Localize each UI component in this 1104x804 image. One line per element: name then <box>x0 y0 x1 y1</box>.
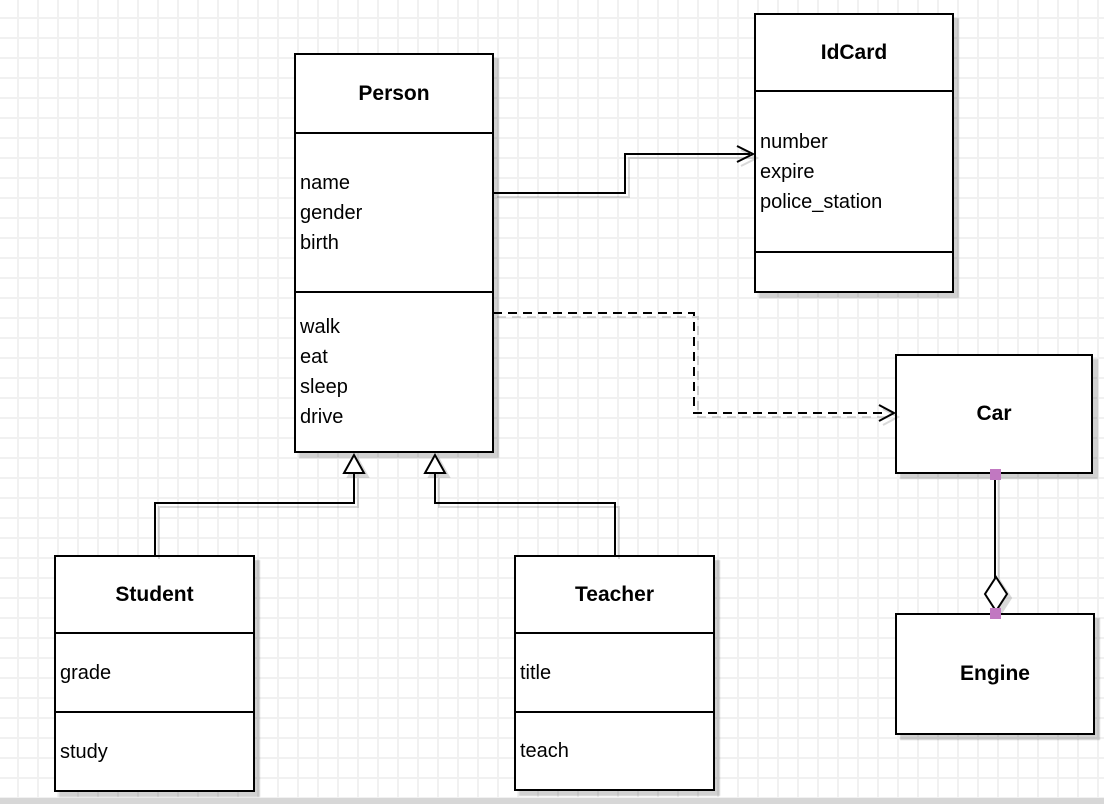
person-methods-section: walk eat sleep drive <box>296 293 492 451</box>
method: sleep <box>300 376 348 398</box>
class-title-person: Person <box>296 55 492 134</box>
class-box-idcard[interactable]: IdCard number expire police_station <box>754 13 954 293</box>
generalization-student-person[interactable] <box>154 473 355 555</box>
student-methods-section: study <box>56 713 253 790</box>
class-box-teacher[interactable]: Teacher title teach <box>514 555 715 791</box>
generalization-teacher-person[interactable] <box>434 473 616 555</box>
dependency-person-car[interactable] <box>493 312 888 414</box>
attribute: expire <box>760 160 815 183</box>
teacher-attributes-section: title <box>516 634 713 713</box>
teacher-methods-section: teach <box>516 713 713 789</box>
class-title-car: Car <box>976 402 1012 425</box>
class-box-engine[interactable]: Engine <box>895 613 1095 735</box>
hollow-triangle-icon <box>423 452 447 474</box>
open-arrowhead-icon <box>736 145 756 163</box>
idcard-methods-section <box>756 253 952 291</box>
attribute: gender <box>300 201 363 224</box>
class-title-student: Student <box>56 557 253 634</box>
idcard-attributes-section: number expire police_station <box>756 92 952 253</box>
method: eat <box>300 346 328 368</box>
canvas-edge-strip <box>0 798 1104 804</box>
attribute: number <box>760 130 828 153</box>
attribute: title <box>520 661 552 684</box>
person-attributes-section: name gender birth <box>296 134 492 293</box>
method: study <box>60 740 108 763</box>
student-attributes-section: grade <box>56 634 253 713</box>
attribute: police_station <box>760 190 883 213</box>
class-box-car[interactable]: Car <box>895 354 1093 474</box>
method: teach <box>520 740 569 762</box>
class-title-idcard: IdCard <box>756 15 952 92</box>
class-box-student[interactable]: Student grade study <box>54 555 255 792</box>
attribute: name <box>300 171 351 194</box>
method: walk <box>300 316 341 338</box>
attribute: birth <box>300 231 339 254</box>
attribute: grade <box>60 661 112 684</box>
class-title-engine: Engine <box>959 662 1030 685</box>
method: drive <box>300 406 344 428</box>
open-arrowhead-icon <box>878 404 897 422</box>
hollow-triangle-icon <box>342 452 366 474</box>
hollow-diamond-icon <box>983 575 1009 613</box>
class-title-teacher: Teacher <box>516 557 713 634</box>
association-person-idcard[interactable] <box>493 153 750 194</box>
class-box-person[interactable]: Person name gender birth walk eat sleep … <box>294 53 494 453</box>
